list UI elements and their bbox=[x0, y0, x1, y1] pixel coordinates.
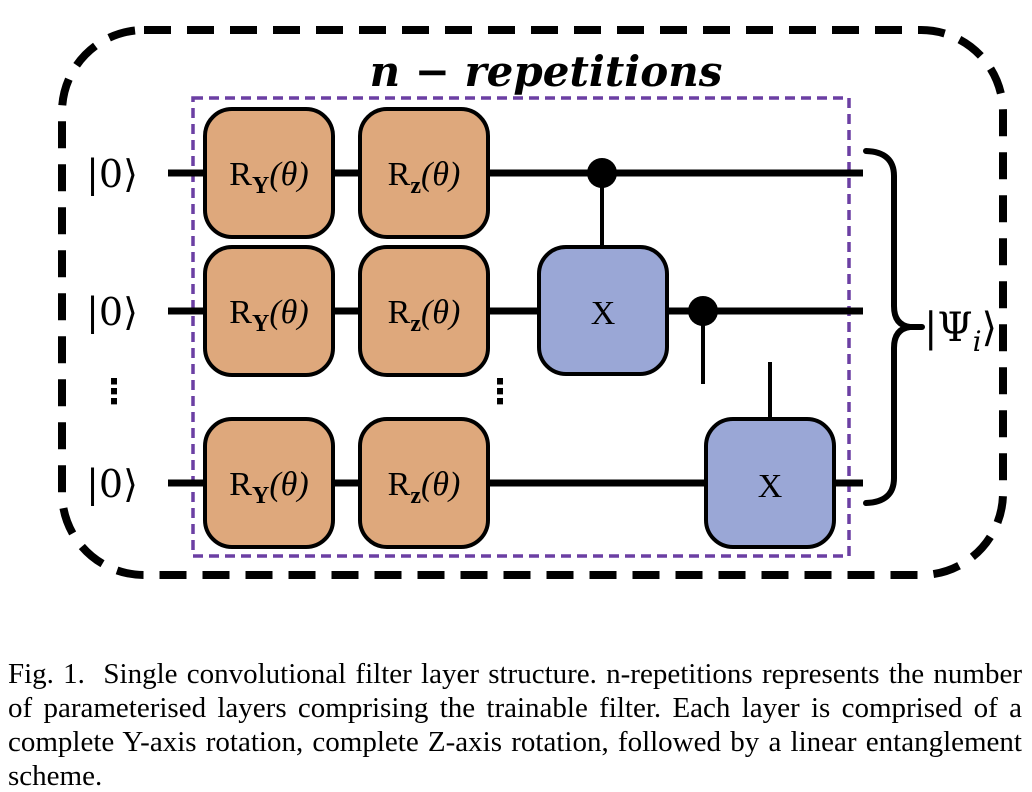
repetition-layer-box bbox=[191, 96, 851, 558]
gate-ry-q3-label: RY(θ) bbox=[229, 466, 308, 509]
gate-x-q2-label: X bbox=[591, 295, 616, 332]
ellipsis-middle: ⋮ bbox=[483, 372, 517, 412]
cnot-control-dot-2 bbox=[688, 296, 718, 326]
gate-ry-q3 bbox=[203, 417, 335, 549]
gate-ry-q2 bbox=[203, 245, 335, 377]
ellipsis-left: ⋮ bbox=[97, 372, 131, 412]
gate-ry-q2-label: RY(θ) bbox=[229, 294, 308, 337]
gate-rz-q1 bbox=[358, 107, 490, 239]
quantum-circuit-diagram: n − repetitions |0⟩ |0⟩ |0⟩ ⋮ ⋮ RY(θ) Rz… bbox=[58, 26, 1007, 579]
gate-x-q3-label: X bbox=[758, 468, 783, 505]
gate-x-q2 bbox=[537, 245, 669, 376]
outer-dashed-boundary bbox=[58, 26, 1007, 579]
gate-rz-q1-label: Rz(θ) bbox=[388, 156, 461, 199]
gate-ry-q1-label: RY(θ) bbox=[229, 156, 308, 199]
gate-rz-q2 bbox=[358, 245, 490, 377]
figure-caption: Fig. 1. Single convolutional filter laye… bbox=[8, 658, 1022, 792]
gate-x-q3 bbox=[704, 417, 836, 549]
gate-rz-q2-label: Rz(θ) bbox=[388, 294, 461, 337]
qubit-label-2: |0⟩ bbox=[86, 290, 138, 334]
cnot-control-dot-1 bbox=[587, 158, 617, 188]
qubit-label-3: |0⟩ bbox=[86, 462, 138, 506]
gate-rz-q3 bbox=[358, 417, 490, 549]
qubit-label-1: |0⟩ bbox=[86, 152, 138, 196]
output-brace bbox=[863, 148, 925, 506]
repetitions-title: n − repetitions bbox=[370, 47, 723, 96]
gate-ry-q1 bbox=[203, 107, 335, 239]
gate-rz-q3-label: Rz(θ) bbox=[388, 466, 461, 509]
output-state-label: |Ψi⟩ bbox=[924, 305, 997, 358]
